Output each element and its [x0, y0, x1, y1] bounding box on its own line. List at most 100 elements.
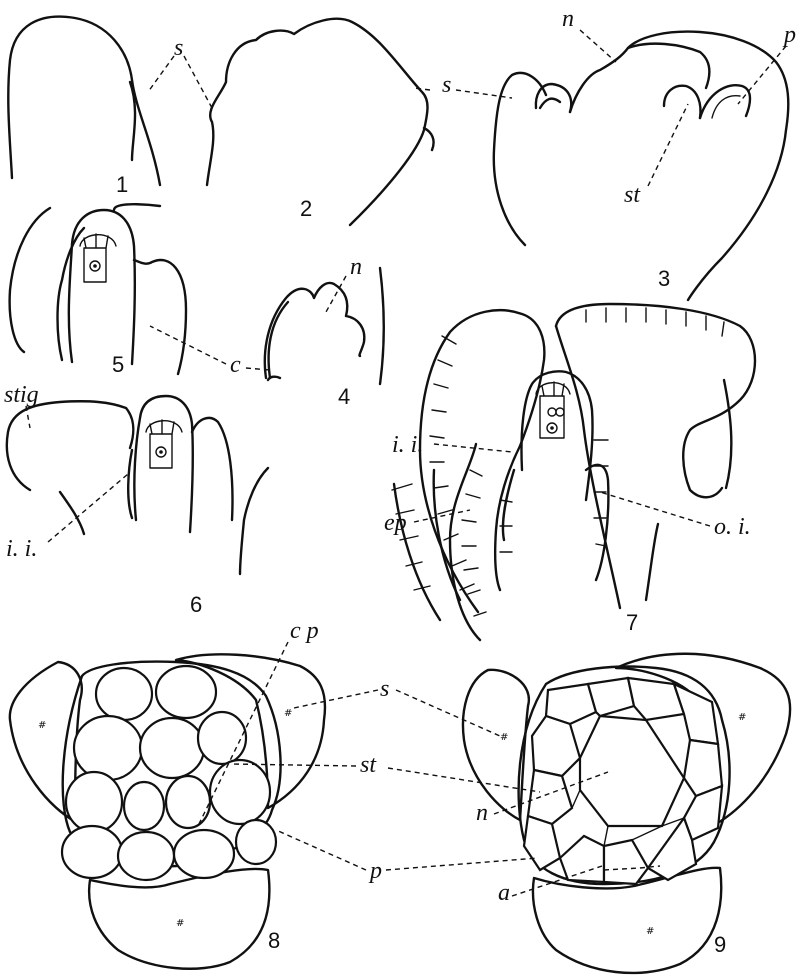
p-label-bottom: p [368, 858, 382, 884]
fig7-cell-column [540, 396, 564, 438]
figure-3: 3 n p st [494, 6, 796, 300]
fig8-stamen [174, 830, 234, 878]
fig8-stamen [62, 826, 122, 878]
fig8-mark-bottom: # [176, 918, 184, 929]
fig8-stamen [66, 772, 122, 832]
figure-8: 8 # # # c p [10, 618, 325, 969]
fig8-stamen [198, 712, 246, 764]
fig9-number: 9 [714, 932, 726, 957]
fig3-st-label: st [624, 182, 641, 208]
fig8-stamen [96, 668, 152, 720]
s-label-top-left: s [174, 35, 183, 61]
s-leader-fig8 [294, 690, 378, 708]
fig7-number: 7 [626, 610, 638, 635]
fig3-n-leader [580, 30, 616, 62]
fig3-petal-2 [664, 86, 700, 118]
c-label: c [230, 352, 241, 378]
fig9-mark-bottom: # [646, 926, 654, 937]
fig7-ep-label: ep [384, 510, 407, 536]
fig9-nucellus [580, 716, 684, 826]
fig5-outer-left [10, 208, 50, 352]
figure-6: 6 stig i. i. [4, 382, 268, 617]
fig5-outer-top [114, 204, 160, 210]
fig8-stamen [236, 820, 276, 864]
fig4-right-wall [380, 268, 384, 384]
fig6-nucleus-dot [159, 450, 163, 454]
fig8-number: 8 [268, 928, 280, 953]
fig8-cp-label: c p [290, 618, 319, 644]
fig7-ovule [521, 371, 592, 500]
fig2-outline [207, 19, 428, 225]
fig5-number: 5 [112, 352, 124, 377]
fig9-stamen [528, 770, 572, 824]
fig9-stamen [560, 836, 604, 882]
fig8-stamen [140, 718, 204, 778]
fig7-inner-left [495, 446, 520, 590]
fig8-stamen [124, 782, 164, 830]
fig7-stalk-cells [392, 484, 430, 590]
figure-7: 7 i. i. ep o. i. [384, 304, 755, 640]
fig3-petal-inner [712, 96, 740, 118]
fig6-stigma [7, 401, 133, 490]
fig9-mark-right: # [738, 712, 746, 723]
fig6-left-body [60, 492, 84, 534]
fig8-stamen [210, 760, 270, 824]
fig4-inner [269, 302, 288, 378]
fig4-n-label: n [350, 254, 362, 280]
fig6-inner-left [128, 450, 132, 518]
fig8-mark-left: # [38, 720, 46, 731]
s-leader-fig2 [184, 56, 212, 108]
shared-labels-fig8-9: s st p [232, 676, 540, 884]
fig5-nucleus-dot [93, 264, 97, 268]
sepal-label-group-top: s s [148, 35, 512, 108]
fig6-number: 6 [190, 592, 202, 617]
fig7-left-cells [430, 336, 474, 590]
fig7-right-carpel [556, 304, 755, 497]
fig6-carpel-right [192, 418, 232, 520]
figure-2: 2 [207, 19, 434, 225]
s-label-bottom: s [380, 676, 389, 702]
fig7-cap [536, 382, 570, 396]
fig7-right-lobe [724, 380, 731, 488]
fig6-ii-label: i. i. [6, 536, 37, 562]
fig1-outline [8, 17, 160, 185]
fig7-right-wall [556, 326, 620, 608]
s-label-top-middle: s [442, 72, 451, 98]
fig3-p-leader [738, 46, 786, 104]
st-label-bottom: st [360, 752, 377, 778]
fig2-number: 2 [300, 196, 312, 221]
fig6-outer-right [240, 468, 268, 574]
fig3-p-label: p [782, 22, 796, 48]
fig7-far-left-strip [394, 484, 440, 620]
fig3-n-label: n [562, 6, 574, 32]
carpel-label-group: c [150, 326, 270, 378]
c-leader-fig5 [150, 326, 226, 364]
st-leader-fig9 [388, 768, 540, 792]
fig8-mark-right: # [284, 708, 292, 719]
fig7-left-carpel [420, 310, 544, 612]
fig8-stamen [156, 666, 216, 718]
p-leader-fig8 [276, 830, 366, 870]
fig4-outline [265, 283, 364, 378]
fig1-sepal-edge [130, 82, 135, 160]
fig4-number: 4 [338, 384, 350, 409]
p-leader-fig9 [386, 858, 538, 870]
fig2-sepal-edge [424, 128, 434, 150]
fig3-sepal-right [628, 32, 788, 300]
fig1-number: 1 [116, 172, 128, 197]
fig8-stamen [166, 776, 210, 828]
fig9-stamen [604, 840, 648, 884]
fig9-stamen [588, 678, 634, 716]
c-leader-fig4 [246, 368, 270, 370]
fig7-oi-label: o. i. [714, 514, 751, 540]
s-leader-fig9 [396, 690, 500, 736]
fig9-n-label: n [476, 800, 488, 826]
fig6-ii-leader [48, 474, 128, 542]
fig7-oi-leader [600, 492, 710, 526]
fig3-nucellus-lobe [570, 44, 709, 112]
fig9-stamen [532, 716, 580, 776]
fig7-stalk [646, 524, 658, 600]
fig3-number: 3 [658, 266, 670, 291]
fig9-a-label: a [498, 880, 510, 906]
fig6-cap [146, 420, 182, 434]
